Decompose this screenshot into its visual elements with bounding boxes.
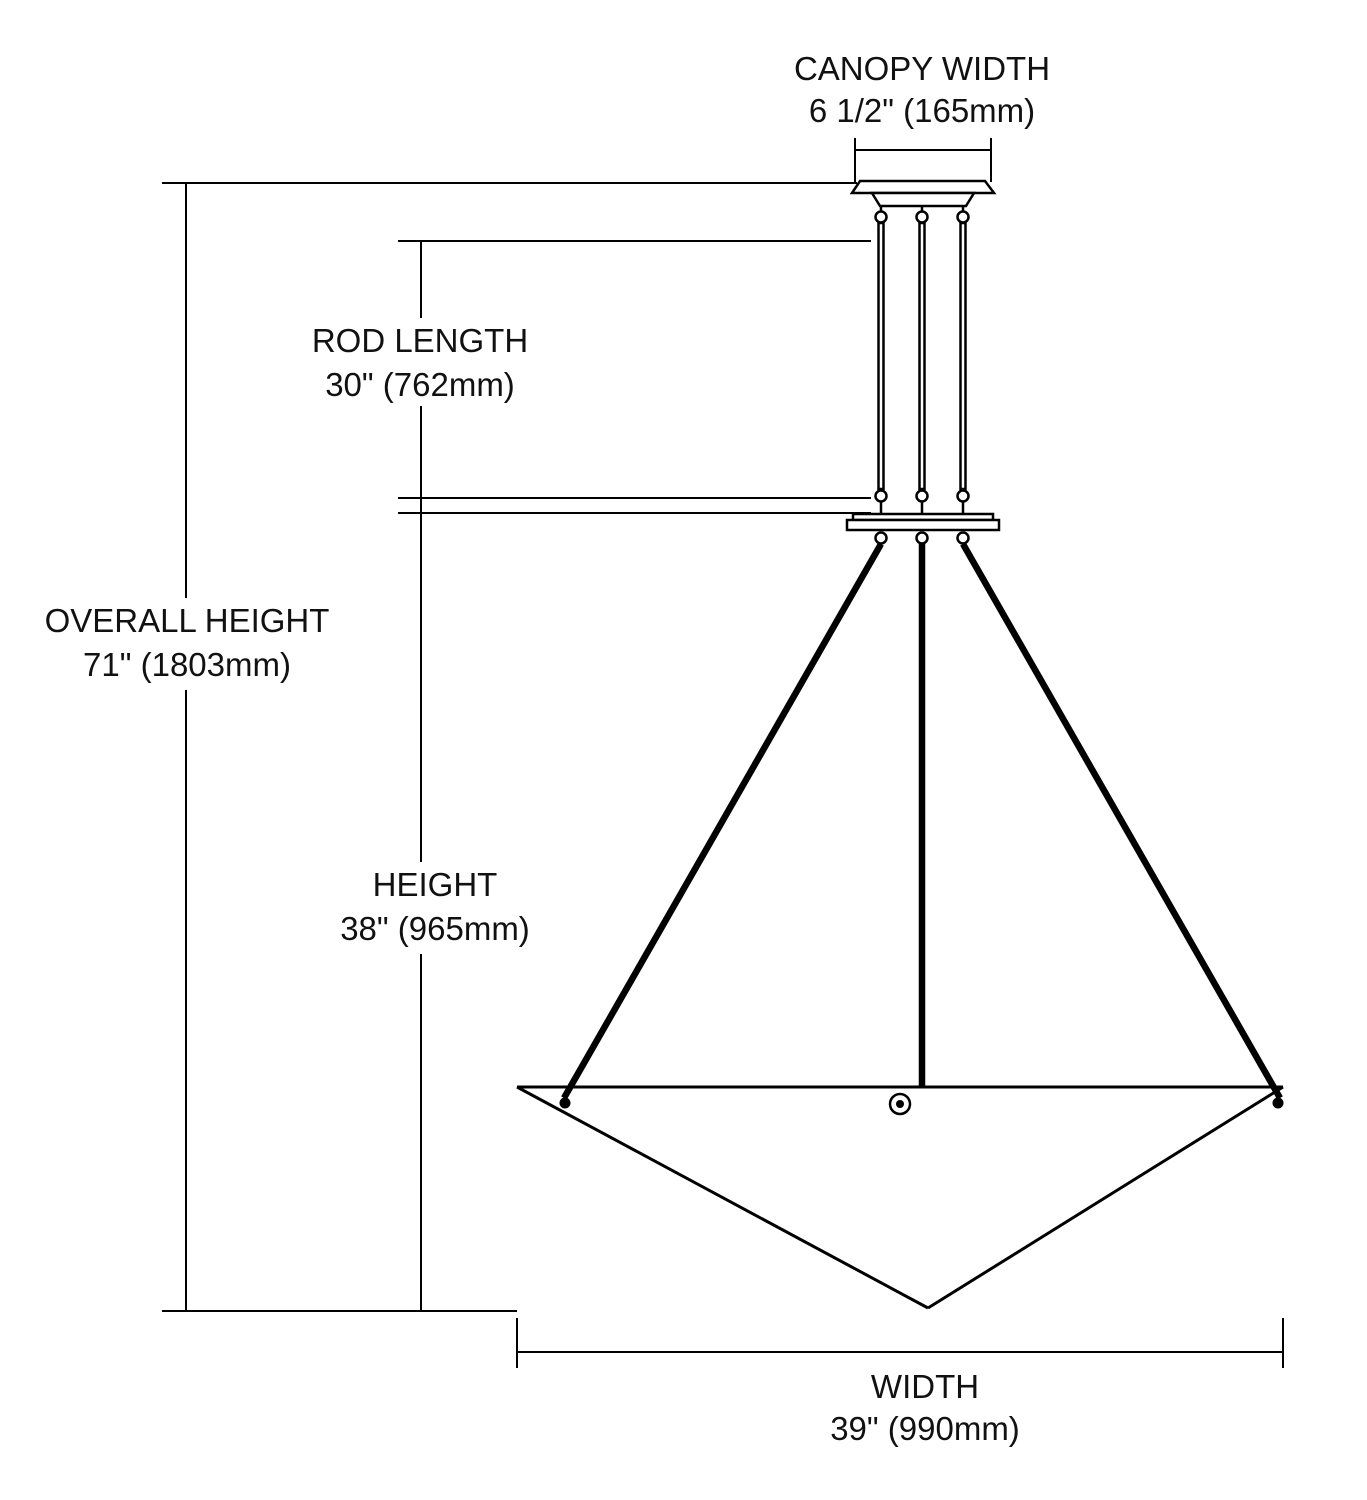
overall-height-value: 71" (1803mm) [83,646,291,683]
height-value: 38" (965mm) [340,910,530,947]
canopy-width-value: 6 1/2" (165mm) [809,92,1035,129]
fixture [516,179,1284,1310]
shade-attachment-left [559,1097,571,1109]
shade-left-diagonal [516,1085,929,1310]
mounting-plate-bottom [845,518,1001,532]
labels: CANOPY WIDTH 6 1/2" (165mm) ROD LENGTH 3… [22,50,1050,1447]
shade-finial-inner [896,1100,904,1108]
rod-center-loop-bottom [915,489,929,503]
rod-center [918,221,926,491]
width-name: WIDTH [871,1368,979,1405]
rod-right [959,221,967,491]
rod-length-name: ROD LENGTH [312,322,528,359]
rod-center-loop-top [915,210,929,224]
rod-left-loop-bottom [874,489,888,503]
dimension-lines [162,138,1284,1368]
width-value: 39" (990mm) [830,1410,1020,1447]
rod-length-value: 30" (762mm) [325,366,515,403]
canopy-flange [849,179,997,195]
rod-right-loop-top [956,210,970,224]
rod-right-loop-bottom [956,489,970,503]
canopy [849,179,997,208]
overall-height-name: OVERALL HEIGHT [45,602,330,639]
plate-loop-left [874,531,888,545]
height-name: HEIGHT [373,866,498,903]
plate-loop-center [915,531,929,545]
label-height: HEIGHT 38" (965mm) [332,862,538,954]
label-width: WIDTH 39" (990mm) [830,1368,1020,1447]
suspension-rods [874,206,970,514]
shade [516,1085,1284,1310]
height-mask [332,862,538,954]
shade-attachment-right [1272,1097,1284,1109]
canopy-width-name: CANOPY WIDTH [794,50,1050,87]
cable-left [561,542,884,1100]
shade-right-diagonal [927,1085,1284,1310]
plate-loop-right [956,531,970,545]
overall-height-mask [22,598,354,690]
canopy-lip [869,191,977,208]
cable-right [960,542,1283,1100]
rod-left-loop-top [874,210,888,224]
rod-left [877,221,885,491]
rod-length-mask [292,318,550,406]
cables [561,542,1283,1100]
mounting-plate [845,512,1001,545]
label-overall-height: OVERALL HEIGHT 71" (1803mm) [22,598,354,690]
label-canopy-width: CANOPY WIDTH 6 1/2" (165mm) [794,50,1050,129]
label-rod-length: ROD LENGTH 30" (762mm) [292,318,550,406]
